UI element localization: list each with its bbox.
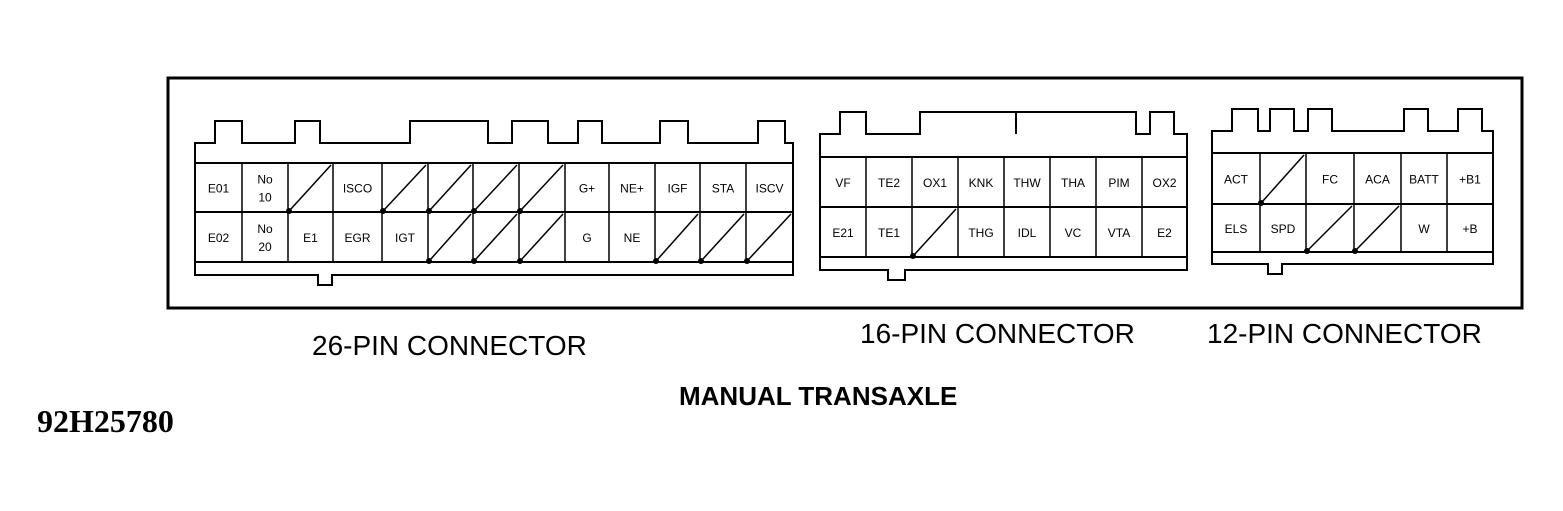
- pin-label: OX1: [923, 176, 947, 190]
- empty-pin-slash: [520, 164, 564, 211]
- pin-label: ELS: [1225, 222, 1248, 236]
- pin-label: G+: [579, 182, 595, 196]
- pin-label: G: [582, 231, 591, 245]
- pin-label: SPD: [1271, 222, 1296, 236]
- connector-body: [819, 111, 1188, 281]
- empty-pin-dot: [380, 208, 386, 214]
- empty-pin-dot: [910, 253, 916, 259]
- pin-label: VF: [835, 176, 850, 190]
- pin-grid: [1211, 152, 1494, 253]
- pin-label: THW: [1013, 176, 1041, 190]
- pin-label: No: [257, 173, 273, 187]
- pin-label: IGT: [395, 231, 416, 245]
- pin-label: OX2: [1152, 176, 1176, 190]
- empty-pin-slash: [1355, 205, 1400, 251]
- connector-26-label: 26-PIN CONNECTOR: [312, 330, 587, 361]
- connector-12-label: 12-PIN CONNECTOR: [1207, 318, 1482, 349]
- pin-label: VTA: [1108, 226, 1130, 240]
- pin-label: E1: [303, 231, 318, 245]
- pin-label: +B: [1462, 222, 1477, 236]
- empty-pin-slash: [656, 213, 699, 261]
- pin-label: W: [1418, 222, 1430, 236]
- empty-pin-slash: [701, 213, 745, 261]
- pin-label: IDL: [1018, 226, 1037, 240]
- empty-pin-slash: [1307, 205, 1353, 251]
- pin-label: STA: [712, 182, 734, 196]
- empty-pin-dot: [286, 208, 292, 214]
- empty-pin-slash: [429, 213, 472, 261]
- empty-pin-slash: [429, 164, 472, 211]
- empty-pin-slash: [383, 164, 427, 211]
- empty-pin-slash: [747, 213, 792, 261]
- empty-pin-slash: [913, 208, 957, 256]
- empty-pin-dot: [1304, 248, 1310, 254]
- empty-pin-dot: [698, 258, 704, 264]
- empty-pin-dot: [653, 258, 659, 264]
- pin-label: No: [257, 222, 273, 236]
- pin-label: +B1: [1459, 173, 1481, 187]
- pin-label: NE+: [620, 182, 644, 196]
- pin-label: BATT: [1409, 173, 1439, 187]
- figure-code: 92H25780: [37, 403, 174, 439]
- empty-pin-slash: [474, 213, 518, 261]
- empty-pin-dot: [1352, 248, 1358, 254]
- pin-label: E01: [208, 182, 230, 196]
- pin-label: EGR: [344, 231, 370, 245]
- empty-pin-dot: [426, 208, 432, 214]
- pin-label: THG: [968, 226, 993, 240]
- empty-pin-slash: [289, 164, 332, 211]
- pin-label: FC: [1322, 173, 1338, 187]
- pin-label: E21: [832, 226, 854, 240]
- pin-label: ISCO: [343, 182, 372, 196]
- ecu-housing-outline: [166, 76, 1524, 310]
- empty-pin-slash: [1261, 154, 1305, 203]
- pin-label: ACT: [1224, 173, 1249, 187]
- pin-label: KNK: [969, 176, 994, 190]
- pin-label: E02: [208, 231, 230, 245]
- pin-label: NE: [624, 231, 641, 245]
- empty-pin-slash: [474, 164, 518, 211]
- pin-label: ACA: [1365, 173, 1390, 187]
- pin-label: VC: [1065, 226, 1082, 240]
- connector-body: [1211, 108, 1494, 275]
- pin-label: E2: [1157, 226, 1172, 240]
- pin-label: 20: [258, 240, 272, 254]
- empty-pin-dot: [471, 208, 477, 214]
- empty-pin-dot: [1258, 200, 1264, 206]
- pin-label: ISCV: [755, 182, 783, 196]
- transaxle-title: MANUAL TRANSAXLE: [679, 381, 957, 411]
- empty-pin-dot: [426, 258, 432, 264]
- pin-label: IGF: [668, 182, 688, 196]
- empty-pin-slash: [520, 213, 564, 261]
- pin-label: 10: [258, 191, 272, 205]
- pin-label: TE2: [878, 176, 900, 190]
- pin-label: THA: [1061, 176, 1085, 190]
- empty-pin-dot: [517, 258, 523, 264]
- empty-pin-dot: [517, 208, 523, 214]
- pin-label: TE1: [878, 226, 900, 240]
- connector-body: [194, 120, 794, 286]
- empty-pin-dot: [744, 258, 750, 264]
- connector-16-label: 16-PIN CONNECTOR: [860, 318, 1135, 349]
- pin-label: PIM: [1108, 176, 1129, 190]
- empty-pin-dot: [471, 258, 477, 264]
